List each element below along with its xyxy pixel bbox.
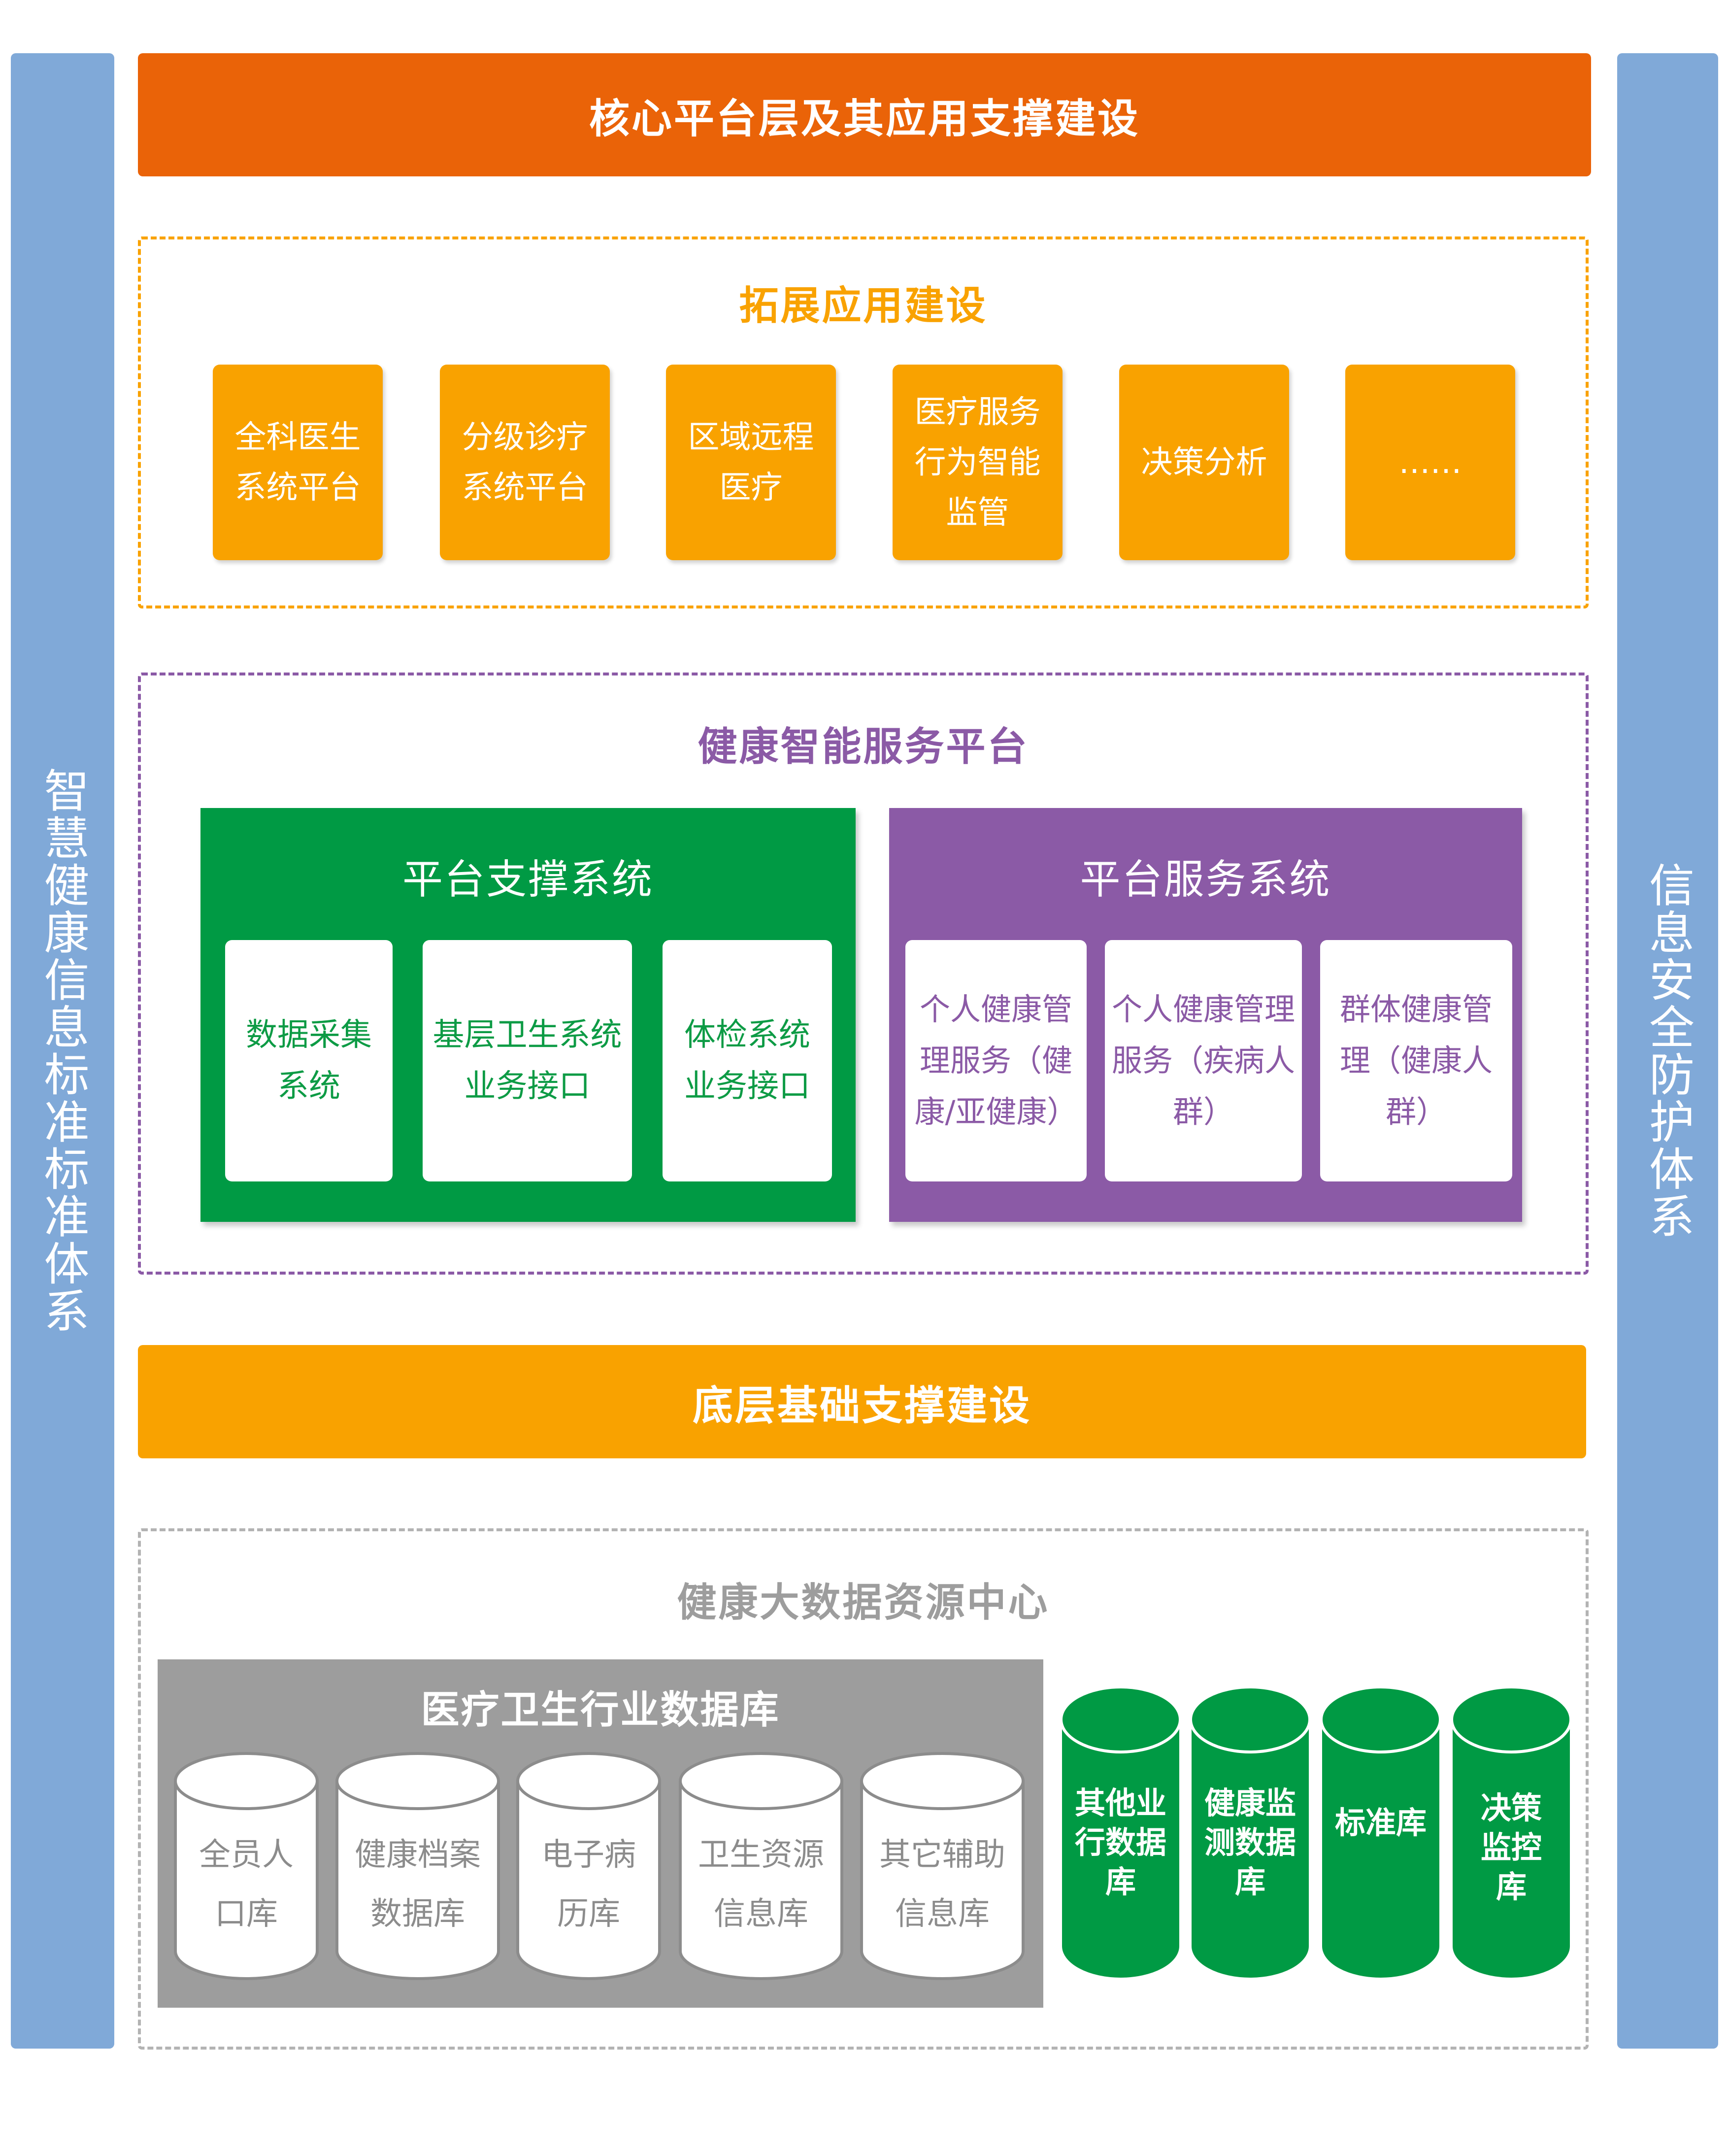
db-label: 健康监测数据库 [1204, 1785, 1296, 1900]
service-card: 个人健康管理服务（疾病人群） [1105, 940, 1302, 1181]
left-pillar: 智慧健康信息标准标准体系 [11, 53, 114, 2049]
db-cylinder: 健康档案数据库 [334, 1752, 501, 1981]
db-cylinder: 电子病历库 [515, 1752, 663, 1981]
db-cylinder: 健康监测数据库 [1189, 1685, 1312, 1981]
base-support-banner: 底层基础支撑建设 [138, 1345, 1586, 1458]
health-platform-section: 健康智能服务平台 [138, 673, 1589, 1275]
right-pillar: 信息安全防护体系 [1617, 53, 1718, 2049]
cylinder-icon [679, 1752, 843, 1980]
support-card: 体检系统业务接口 [663, 940, 832, 1181]
data-center-section: 健康大数据资源中心 [138, 1528, 1589, 2050]
db-label: 标准库 [1334, 1805, 1427, 1841]
db-label: 全员人口库 [199, 1837, 294, 1932]
cylinder-icon [860, 1752, 1025, 1980]
db-label: 其他业行数据库 [1074, 1785, 1166, 1900]
platform-support-title: 平台支撑系统 [402, 856, 654, 903]
platform-service-title: 平台服务系统 [1080, 856, 1331, 903]
cylinder-icon [516, 1752, 661, 1980]
app-box: …… [1345, 365, 1515, 560]
app-box: 决策分析 [1119, 365, 1289, 560]
cylinder-icon [1060, 1685, 1182, 1980]
cylinder-icon [1450, 1685, 1572, 1980]
db-cylinder: 其他业行数据库 [1059, 1685, 1182, 1981]
service-card: 群体健康管理（健康人群） [1320, 940, 1512, 1181]
support-card: 基层卫生系统业务接口 [423, 940, 632, 1181]
base-support-label: 底层基础支撑建设 [692, 1382, 1031, 1429]
db-cylinder: 全员人口库 [172, 1752, 320, 1981]
db-cylinder: 标准库 [1319, 1685, 1442, 1981]
app-box: 区域远程医疗 [666, 365, 836, 560]
db-label: 健康档案数据库 [355, 1837, 481, 1932]
left-pillar-label: 智慧健康信息标准标准体系 [36, 767, 89, 1335]
app-box: 医疗服务行为智能监管 [893, 365, 1063, 560]
core-platform-banner: 核心平台层及其应用支撑建设 [138, 53, 1591, 176]
support-card: 数据采集系统 [225, 940, 393, 1181]
db-cylinder: 其它辅助信息库 [859, 1752, 1026, 1981]
extended-apps-section: 拓展应用建设 [138, 236, 1589, 608]
db-label: 卫生资源信息库 [698, 1837, 824, 1932]
right-pillar-label: 信息安全防护体系 [1641, 862, 1695, 1240]
extended-apps-title: 拓展应用建设 [739, 283, 988, 329]
core-platform-label: 核心平台层及其应用支撑建设 [589, 95, 1140, 142]
db-label: 电子病历库 [541, 1837, 636, 1932]
db-cylinder: 决策监控库 [1450, 1685, 1573, 1981]
cylinder-icon [174, 1752, 319, 1980]
service-card: 个人健康管理服务（健康/亚健康） [905, 940, 1087, 1181]
db-cylinder: 卫生资源信息库 [677, 1752, 845, 1981]
cylinder-icon [1320, 1685, 1442, 1980]
cylinder-icon [335, 1752, 500, 1980]
cylinder-icon [1189, 1685, 1311, 1980]
health-platform-title: 健康智能服务平台 [698, 724, 1029, 770]
app-box: 分级诊疗系统平台 [440, 365, 610, 560]
data-center-title: 健康大数据资源中心 [677, 1580, 1050, 1625]
db-label: 其它辅助信息库 [879, 1837, 1005, 1932]
app-box: 全科医生系统平台 [213, 365, 383, 560]
industry-db-title: 医疗卫生行业数据库 [421, 1688, 780, 1732]
db-label: 决策监控库 [1480, 1790, 1542, 1905]
